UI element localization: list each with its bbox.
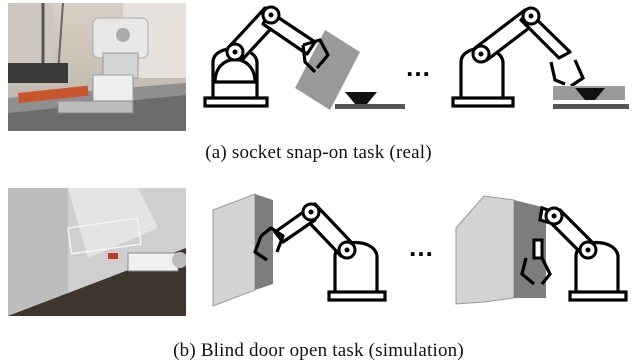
caption-a: (a) socket snap-on task (real)	[205, 142, 432, 163]
caption-b: (b) Blind door open task (simulation)	[173, 340, 464, 361]
real-robot-photo	[8, 3, 186, 131]
robot-diagram-a1	[195, 0, 415, 120]
robot-arm-icon	[451, 6, 629, 109]
row-b: … (b) Blind door open task (simulation)	[0, 180, 637, 362]
row-a: … (a) socket snap-on task (real)	[0, 0, 637, 175]
robot-arm-icon	[520, 205, 628, 302]
robot-arm-icon	[253, 202, 387, 302]
robot-diagram-b1	[205, 180, 405, 310]
robot-diagram-b2	[450, 180, 637, 310]
robot-arm-icon	[203, 5, 405, 110]
simulation-render	[8, 188, 186, 316]
ellipsis-a: …	[405, 52, 433, 82]
ellipsis-b: …	[408, 232, 436, 262]
door-panel-icon	[212, 193, 273, 307]
robot-diagram-a2	[445, 0, 635, 120]
